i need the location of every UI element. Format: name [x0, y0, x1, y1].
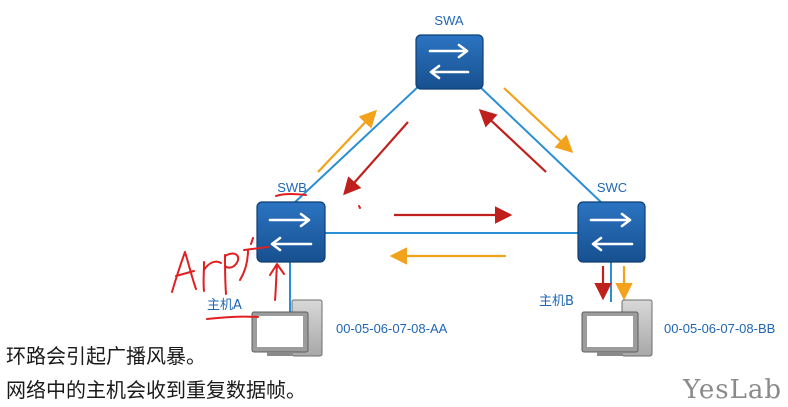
- switch-swa: SWA: [415, 13, 484, 90]
- host-a-label: 主机A: [207, 298, 242, 313]
- watermark-logo: YesLab: [682, 375, 782, 405]
- switch-arrows-icon: [428, 43, 470, 80]
- links: [289, 84, 612, 312]
- pen-underline-swb: [275, 193, 307, 197]
- switch-arrows-icon: [589, 212, 634, 252]
- switch-swb: SWB: [256, 180, 326, 263]
- link-swa-swb: [291, 84, 421, 206]
- swb-label: SWB: [277, 180, 307, 195]
- pen-stroke-p: [224, 252, 240, 295]
- caption-duplicate-frames: 网络中的主机会收到重复数据帧。: [6, 378, 306, 402]
- caption-broadcast-storm: 环路会引起广播风暴。: [6, 344, 206, 368]
- arrow-red-swa-to-swb: [343, 121, 409, 196]
- host-b-mac: 00-05-06-07-08-BB: [664, 321, 775, 336]
- arrow-orange-swb-to-swa: [317, 109, 378, 173]
- swa-label: SWA: [434, 13, 463, 28]
- host-a-mac: 00-05-06-07-08-AA: [336, 321, 448, 336]
- pen-annotation: [171, 193, 361, 320]
- switch-swc: SWC: [577, 180, 646, 263]
- host-b-label: 主机B: [539, 294, 574, 309]
- swc-label: SWC: [597, 180, 627, 195]
- pen-stroke-r: [202, 260, 222, 292]
- pen-stroke-a: [171, 251, 197, 293]
- pen-dot: [358, 205, 361, 209]
- flow-arrows: [317, 87, 633, 301]
- host-b: 主机B 00-05-06-07-08-BB: [539, 294, 775, 357]
- pen-stroke-up-arrow: [269, 263, 285, 301]
- link-swa-swc: [477, 84, 605, 206]
- switch-arrows-icon: [268, 212, 313, 252]
- pen-stroke-guang: [239, 237, 269, 281]
- arrow-red-swc-to-swa: [478, 108, 547, 173]
- arrow-orange-swa-to-swc: [503, 87, 574, 154]
- pen-stroke-host-line: [206, 315, 259, 320]
- host-a: 主机A 00-05-06-07-08-AA: [207, 298, 448, 357]
